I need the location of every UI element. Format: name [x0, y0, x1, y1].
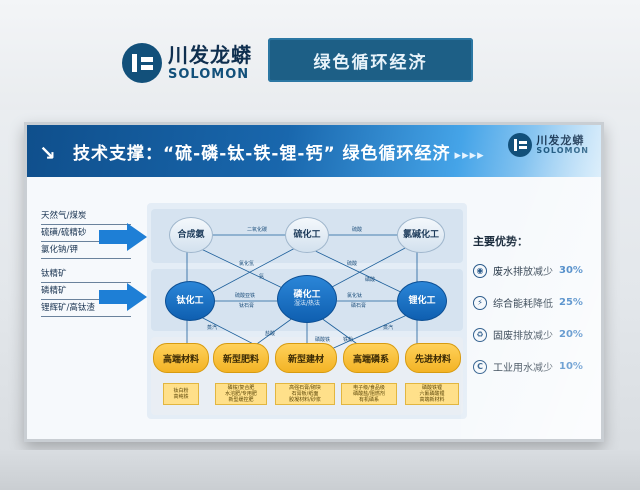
- link-label: 盐酸: [265, 330, 275, 337]
- link-label: 氯化氢: [239, 260, 254, 267]
- screen-company-logo: 川发龙蟒 SOLOMON: [508, 133, 589, 157]
- header-arrow-icon: ↘: [39, 141, 56, 165]
- title-prefix: 技术支撑：: [73, 144, 163, 164]
- screen-logo-mark-icon: [508, 133, 533, 157]
- uses-new-fertilizer: 磷铵/复合肥 水溶肥/专用肥 新型缓控肥: [215, 383, 267, 405]
- node-chlor-alkali: 氯碱化工: [397, 217, 445, 253]
- display-screen: ↘ 技术支撑：“硫-磷-钛-铁-锂-钙” 绿色循环经济▸▸▸▸ 川发龙蟒 SOL…: [24, 122, 604, 442]
- advantages-title: 主要优势：: [473, 235, 528, 248]
- advantage-label: 综合能耗降低: [493, 299, 553, 310]
- link-label: 蒸汽: [207, 324, 217, 331]
- node-sulfur-chemical: 硫化工: [285, 217, 329, 253]
- input-item: 氯化钠/钾: [41, 243, 131, 259]
- link-label: 硫酸: [352, 226, 362, 233]
- title-suffix: 绿色循环经济: [335, 144, 451, 164]
- water-drop-icon: ◉: [473, 263, 487, 278]
- node-phosphorus-sublabel: 湿法/热法: [293, 299, 321, 307]
- link-label: 硫酸亚铁: [235, 292, 255, 299]
- wall-logo-english: SOLOMON: [168, 67, 250, 82]
- title-quote: “硫-磷-钛-铁-锂-钙”: [163, 144, 336, 164]
- process-diagram: 二氧化碳 硫酸 氯化氢 氨 硫酸 磷酸 硫酸亚铁 钛石膏 氯化钛 磷石膏 蒸汽 …: [147, 203, 467, 419]
- advantage-value: 10%: [559, 361, 583, 372]
- screen-header: ↘ 技术支撑：“硫-磷-钛-铁-锂-钙” 绿色循环经济▸▸▸▸ 川发龙蟒 SOL…: [27, 125, 601, 177]
- advantage-item: ⚡ 综合能耗降低 25%: [473, 295, 583, 310]
- link-label: 磷石膏: [351, 302, 366, 309]
- wall-sign-green-circular-economy: 绿色循环经济: [268, 38, 473, 82]
- node-synthetic-ammonia: 合成氨: [169, 217, 213, 253]
- screen-logo-chinese: 川发龙蟒: [536, 134, 585, 147]
- advantage-label: 废水排放减少: [493, 267, 553, 278]
- recycle-icon: ♻: [473, 327, 487, 342]
- product-new-fertilizer: 新型肥料: [213, 343, 269, 373]
- node-phosphorus-chemical: 磷化工 湿法/热法: [277, 275, 337, 323]
- wall-logo-text: 川发龙蟒 SOLOMON: [168, 45, 252, 81]
- link-label: 二氧化碳: [247, 226, 267, 233]
- product-advanced-materials: 先进材料: [405, 343, 461, 373]
- advantage-item: C 工业用水减少 10%: [473, 359, 583, 374]
- node-titanium-chemical: 钛化工: [165, 281, 215, 321]
- link-label: 氨: [259, 273, 264, 280]
- input-item: 钛精矿: [41, 267, 131, 283]
- input-item: 锂辉矿/高钛渣: [41, 301, 131, 317]
- screen-logo-english: SOLOMON: [536, 146, 589, 155]
- energy-pin-icon: ⚡: [473, 295, 487, 310]
- advantage-item: ◉ 废水排放减少 30%: [473, 263, 583, 278]
- company-logo-mark-icon: [122, 43, 162, 83]
- uses-advanced-materials: 磷酸铁锂 六氟磷酸锂 高端新材料: [405, 383, 459, 405]
- link-label: 氯化钛: [347, 292, 362, 299]
- screen-logo-text: 川发龙蟒 SOLOMON: [536, 135, 589, 155]
- product-high-end-phosphorus: 高端磷系: [343, 343, 399, 373]
- advantage-value: 30%: [559, 265, 583, 276]
- water-c-icon: C: [473, 359, 487, 374]
- advantage-item: ♻ 固废排放减少 20%: [473, 327, 583, 342]
- link-label: 蒸汽: [383, 324, 393, 331]
- product-new-building-materials: 新型建材: [275, 343, 337, 373]
- link-label: 磷酸: [365, 276, 375, 283]
- advantage-value: 25%: [559, 297, 583, 308]
- input-item: 硫磺/硫精砂: [41, 226, 131, 242]
- wall-company-logo: 川发龙蟒 SOLOMON: [122, 34, 270, 92]
- input-arrow-icon: [99, 223, 147, 251]
- title-chevrons-icon: ▸▸▸▸: [454, 148, 485, 163]
- node-lithium-chemical: 锂化工: [397, 281, 447, 321]
- link-label: 铁粉: [343, 336, 353, 343]
- advantage-label: 固废排放减少: [493, 331, 553, 342]
- link-label: 硫酸: [347, 260, 357, 267]
- floor: [0, 450, 640, 490]
- input-arrow-icon: [99, 283, 147, 311]
- advantage-label: 工业用水减少: [493, 363, 553, 374]
- node-phosphorus-label: 磷化工: [293, 290, 321, 301]
- input-item: 磷精矿: [41, 284, 131, 300]
- uses-new-building-materials: 高强石膏/砌块 石膏板/纸面 胶凝材料/砂浆: [275, 383, 335, 405]
- product-high-end-materials: 高端材料: [153, 343, 209, 373]
- link-label: 钛石膏: [239, 302, 254, 309]
- wall-logo-chinese: 川发龙蟒: [168, 43, 252, 67]
- advantage-value: 20%: [559, 329, 583, 340]
- uses-high-end-materials: 钛白粉 高纯铁: [163, 383, 199, 405]
- uses-high-end-phosphorus: 电子级/食品级 磷酸盐/阻燃剂 有机磷系: [341, 383, 397, 405]
- screen-title: 技术支撑：“硫-磷-钛-铁-锂-钙” 绿色循环经济▸▸▸▸: [73, 139, 485, 164]
- input-item: 天然气/煤炭: [41, 209, 131, 225]
- link-label: 磷酸铁: [315, 336, 330, 343]
